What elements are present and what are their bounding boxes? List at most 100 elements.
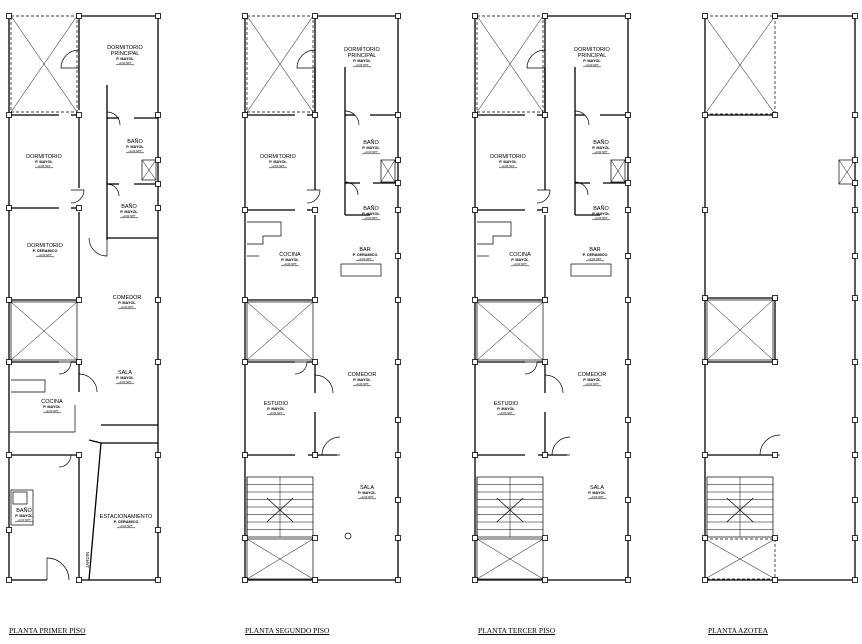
column (472, 13, 478, 19)
door-swing (296, 49, 316, 69)
title-tercer-piso: PLANTA TERCER PISO (478, 626, 556, 635)
floor-finish: P. MAYOL (126, 145, 144, 149)
floor-level: +0.00 NPT (128, 149, 142, 153)
floor-finish: P. MAYOL (353, 59, 371, 63)
room-name: SALA (118, 370, 132, 376)
title-segundo-piso: PLANTA SEGUNDO PISO (245, 626, 330, 635)
floor-level: +0.00 NPT (118, 380, 132, 384)
column (852, 577, 858, 583)
floor-finish: P. MAYOL (511, 258, 529, 262)
column (395, 497, 401, 503)
void-cross (141, 159, 157, 181)
door-swing (314, 374, 334, 394)
floor-finish: P. MAYOL (362, 146, 380, 150)
room-name: DORMITORIO (26, 154, 62, 160)
column (395, 535, 401, 541)
column (542, 297, 548, 303)
column (542, 452, 548, 458)
room-name: DORMITORIO (107, 45, 143, 51)
column (472, 577, 478, 583)
stair-arrow (726, 509, 754, 523)
garden-label: JARDIN (85, 552, 90, 568)
column (312, 452, 318, 458)
column (395, 112, 401, 118)
door-swing (78, 373, 98, 393)
door-swing (344, 110, 360, 126)
floor-finish: P. MAYOL (269, 160, 287, 164)
void-cross (246, 301, 314, 361)
column (312, 13, 318, 19)
door-swing (306, 189, 321, 204)
floor-level: +0.00 NPT (120, 305, 134, 309)
column (6, 205, 12, 211)
floor-finish: P. MAYOL (15, 514, 33, 518)
floor-level: +0.00 NPT (122, 214, 136, 218)
column (472, 452, 478, 458)
column (6, 452, 12, 458)
column (772, 535, 778, 541)
column (702, 13, 708, 19)
column (702, 295, 708, 301)
plan-azotea (702, 13, 858, 583)
floor-level: +0.00 NPT (585, 63, 599, 67)
column (472, 359, 478, 365)
floor-finish: P. MAYOL (43, 405, 61, 409)
floor-finish: P. CERAMICO (114, 520, 139, 524)
door-swing (526, 49, 546, 69)
column (852, 157, 858, 163)
column (852, 180, 858, 186)
room-name-line2: PRINCIPAL (111, 51, 140, 57)
column (702, 359, 708, 365)
column (6, 359, 12, 365)
void-cross (10, 15, 78, 113)
column (76, 452, 82, 458)
door-swing (574, 110, 590, 126)
floor-level: +0.00 NPT (119, 524, 133, 528)
column (395, 180, 401, 186)
room-name: COMEDOR (348, 372, 377, 378)
floor-finish: P. MAYOL (497, 407, 515, 411)
floor-level: +0.00 NPT (269, 411, 283, 415)
column (312, 577, 318, 583)
column (542, 13, 548, 19)
column (155, 205, 161, 211)
column (242, 207, 248, 213)
floor-level: +0.00 NPT (283, 262, 297, 266)
void-cross (10, 301, 78, 361)
door-swing (536, 189, 551, 204)
open-void-box (10, 15, 78, 113)
column (772, 359, 778, 365)
column (76, 205, 82, 211)
floor-level: +0.00 NPT (17, 518, 31, 522)
column (395, 417, 401, 423)
floor-level: +0.00 NPT (501, 164, 515, 168)
column (852, 497, 858, 503)
room-name: BAÑO (363, 139, 379, 146)
column (542, 112, 548, 118)
floor-level: +0.00 NPT (271, 164, 285, 168)
column (542, 207, 548, 213)
column (625, 297, 631, 303)
floor-level: +0.00 NPT (364, 216, 378, 220)
bar-counter (340, 263, 382, 277)
column (76, 112, 82, 118)
duct-shaft (838, 159, 856, 185)
void-cross (476, 301, 544, 361)
column (852, 295, 858, 301)
column (155, 297, 161, 303)
column (702, 577, 708, 583)
column (852, 112, 858, 118)
column (702, 535, 708, 541)
kitchen-counter (11, 379, 46, 393)
column (155, 13, 161, 19)
column (625, 417, 631, 423)
floor-level: +0.00 NPT (355, 63, 369, 67)
column (76, 577, 82, 583)
column (625, 180, 631, 186)
door-swing (574, 181, 589, 196)
column (76, 359, 82, 365)
title-azotea: PLANTA AZOTEA (708, 626, 769, 635)
column (852, 13, 858, 19)
column (772, 577, 778, 583)
floor-finish: P. CERAMICO (583, 253, 608, 257)
